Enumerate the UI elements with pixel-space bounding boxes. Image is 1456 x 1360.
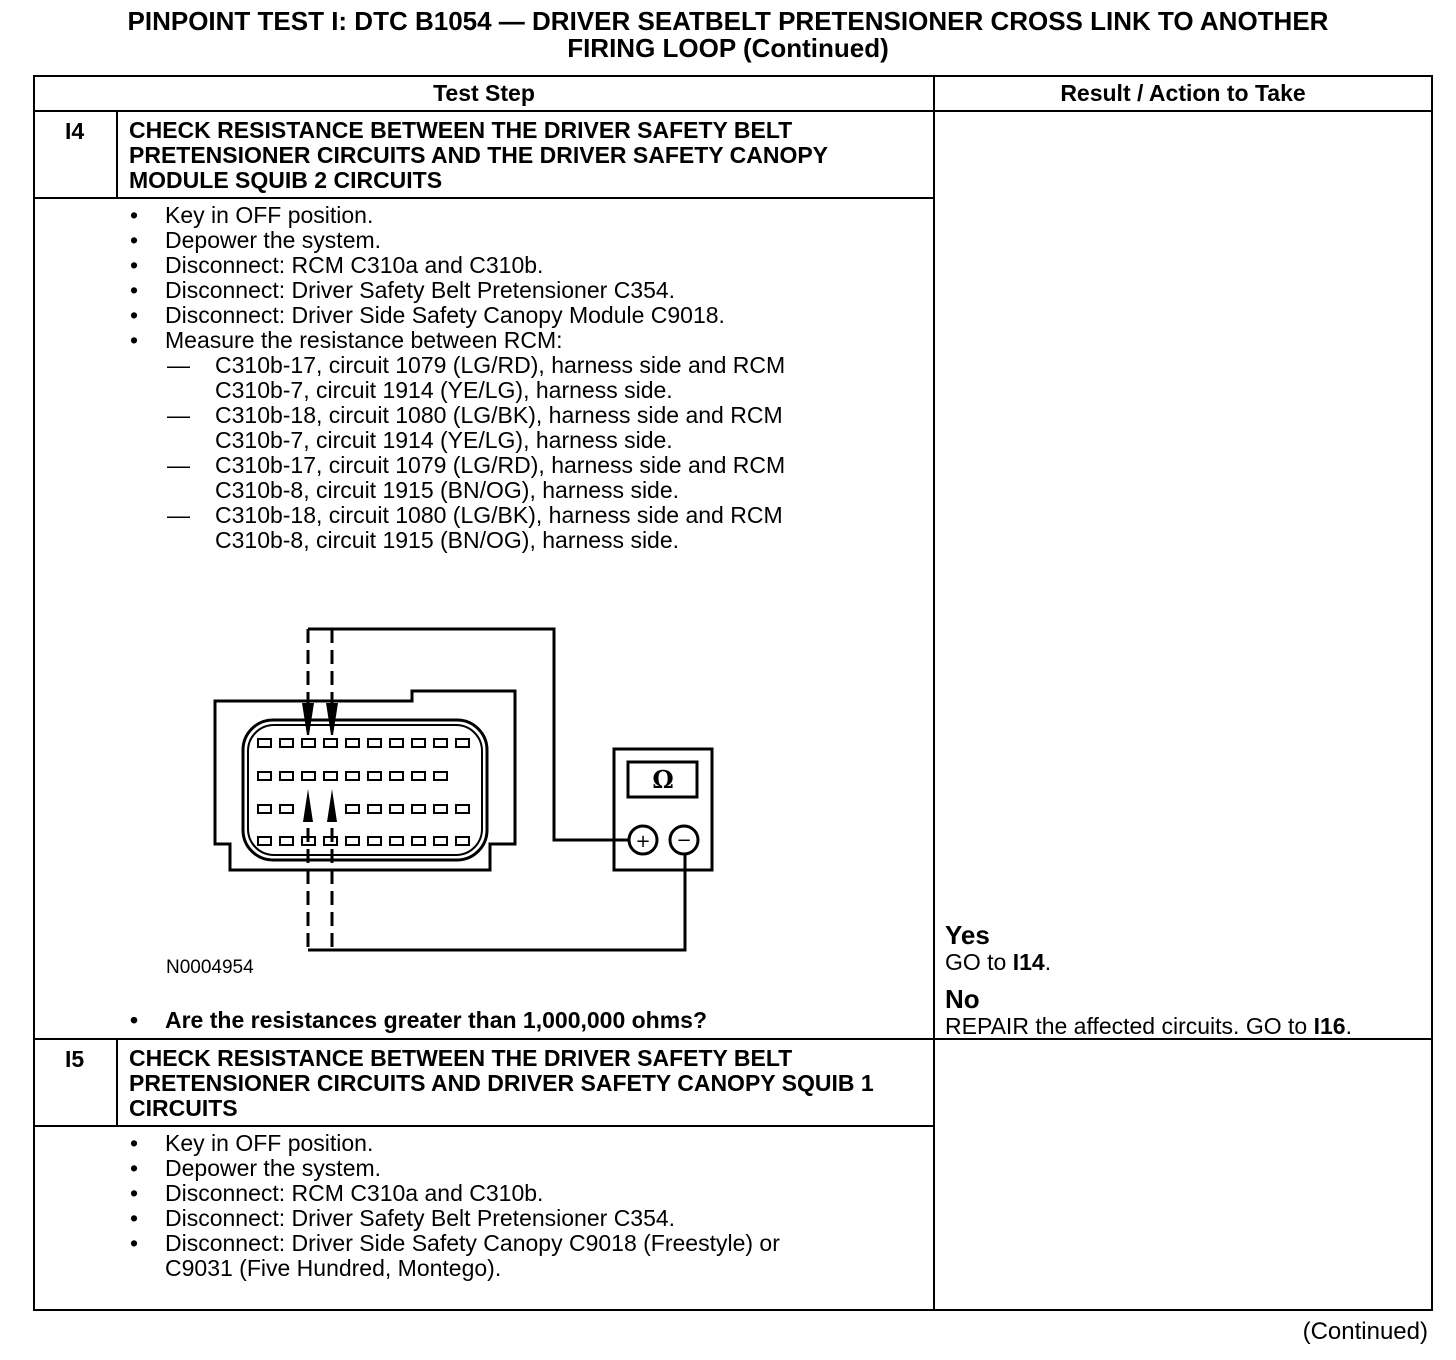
sub-list-item: —C310b-17, circuit 1079 (LG/RD), harness…	[167, 352, 786, 378]
list-item-cont: C9031 (Five Hundred, Montego).	[165, 1255, 502, 1281]
title-line-2: FIRING LOOP (Continued)	[567, 33, 889, 63]
connector-pins	[257, 738, 470, 846]
yes-target-link[interactable]: I14	[1012, 949, 1045, 975]
test-table: Test Step Result / Action to Take I4 CHE…	[33, 75, 1433, 1311]
no-target-link[interactable]: I16	[1313, 1013, 1346, 1039]
list-item: •Key in OFF position.	[130, 202, 374, 228]
list-item: •Key in OFF position.	[130, 1130, 374, 1156]
ohmmeter-body	[612, 747, 714, 872]
list-item: •Disconnect: Driver Safety Belt Pretensi…	[130, 277, 676, 303]
step-num-divider-i4	[116, 110, 118, 197]
list-item: •Disconnect: RCM C310a and C310b.	[130, 252, 544, 278]
step-title-divider-i4	[35, 197, 933, 199]
header-test-step: Test Step	[433, 80, 535, 106]
header-divider	[35, 110, 1431, 112]
list-item: •Depower the system.	[130, 227, 382, 253]
probe-tip-4	[327, 789, 337, 822]
list-item: •Disconnect: Driver Side Safety Canopy C…	[130, 1230, 780, 1256]
ohm-symbol: Ω	[652, 765, 673, 794]
pin-row-3	[257, 804, 470, 814]
column-divider	[933, 77, 935, 1309]
sub-list-item-cont: C310b-8, circuit 1915 (BN/OG), harness s…	[215, 477, 680, 503]
page-title: PINPOINT TEST I: DTC B1054 — DRIVER SEAT…	[0, 8, 1456, 62]
connector-inner	[241, 718, 489, 862]
list-item: •Disconnect: Driver Side Safety Canopy M…	[130, 302, 725, 328]
no-label: No	[945, 984, 980, 1014]
step-i5-instructions: •Key in OFF position. •Depower the syste…	[130, 1130, 780, 1281]
sub-list-item-cont: C310b-7, circuit 1914 (YE/LG), harness s…	[215, 427, 673, 453]
connector-shell	[213, 689, 517, 872]
list-item: •Depower the system.	[130, 1155, 382, 1181]
step-title-divider-i5	[35, 1125, 933, 1127]
continued-footer: (Continued)	[1302, 1318, 1428, 1345]
yes-action: GO to I14.	[945, 949, 1052, 975]
step-number-i4: I4	[65, 118, 85, 144]
step-title-i5: CHECK RESISTANCE BETWEEN THE DRIVER SAFE…	[129, 1045, 874, 1121]
header-result: Result / Action to Take	[1060, 80, 1306, 106]
no-action: REPAIR the affected circuits. GO to I16.	[945, 1013, 1352, 1039]
sub-list-item-cont: C310b-7, circuit 1914 (YE/LG), harness s…	[215, 377, 673, 403]
row-divider	[35, 1038, 1431, 1040]
lead-wire-positive	[333, 627, 629, 842]
list-item: •Disconnect: Driver Safety Belt Pretensi…	[130, 1205, 676, 1231]
sub-list-item: —C310b-18, circuit 1080 (LG/BK), harness…	[167, 502, 783, 528]
connector-ohmmeter-diagram: Ω + −	[213, 627, 714, 952]
plus-sign: +	[635, 831, 650, 852]
list-item: •Disconnect: RCM C310a and C310b.	[130, 1180, 544, 1206]
figure-id: N0004954	[166, 957, 254, 978]
pin-row-4	[257, 836, 470, 846]
probe-tip-3	[303, 789, 313, 822]
lead-wire-negative	[331, 854, 687, 952]
pin-row-2	[257, 771, 448, 781]
step-i4-result: Yes GO to I14. No REPAIR the affected ci…	[945, 920, 1352, 1038]
step-title-i4: CHECK RESISTANCE BETWEEN THE DRIVER SAFE…	[129, 117, 828, 193]
minus-sign: −	[676, 830, 691, 851]
pin-row-1	[257, 738, 470, 748]
probe-tip-1	[302, 703, 314, 735]
step-num-divider-i5	[116, 1038, 118, 1125]
sub-list-item: —C310b-18, circuit 1080 (LG/BK), harness…	[167, 402, 783, 428]
probe-tip-2	[326, 703, 338, 735]
step-i4-instructions: •Key in OFF position. •Depower the syste…	[130, 202, 786, 553]
title-line-1: PINPOINT TEST I: DTC B1054 — DRIVER SEAT…	[127, 6, 1329, 36]
ohmmeter-display	[626, 760, 699, 799]
yes-label: Yes	[945, 920, 990, 950]
step-question-i4: •Are the resistances greater than 1,000,…	[130, 1007, 708, 1033]
sub-list-item: —C310b-17, circuit 1079 (LG/RD), harness…	[167, 452, 786, 478]
list-item: •Measure the resistance between RCM:	[130, 327, 563, 353]
step-number-i5: I5	[65, 1046, 85, 1072]
sub-list-item-cont: C310b-8, circuit 1915 (BN/OG), harness s…	[215, 527, 680, 553]
